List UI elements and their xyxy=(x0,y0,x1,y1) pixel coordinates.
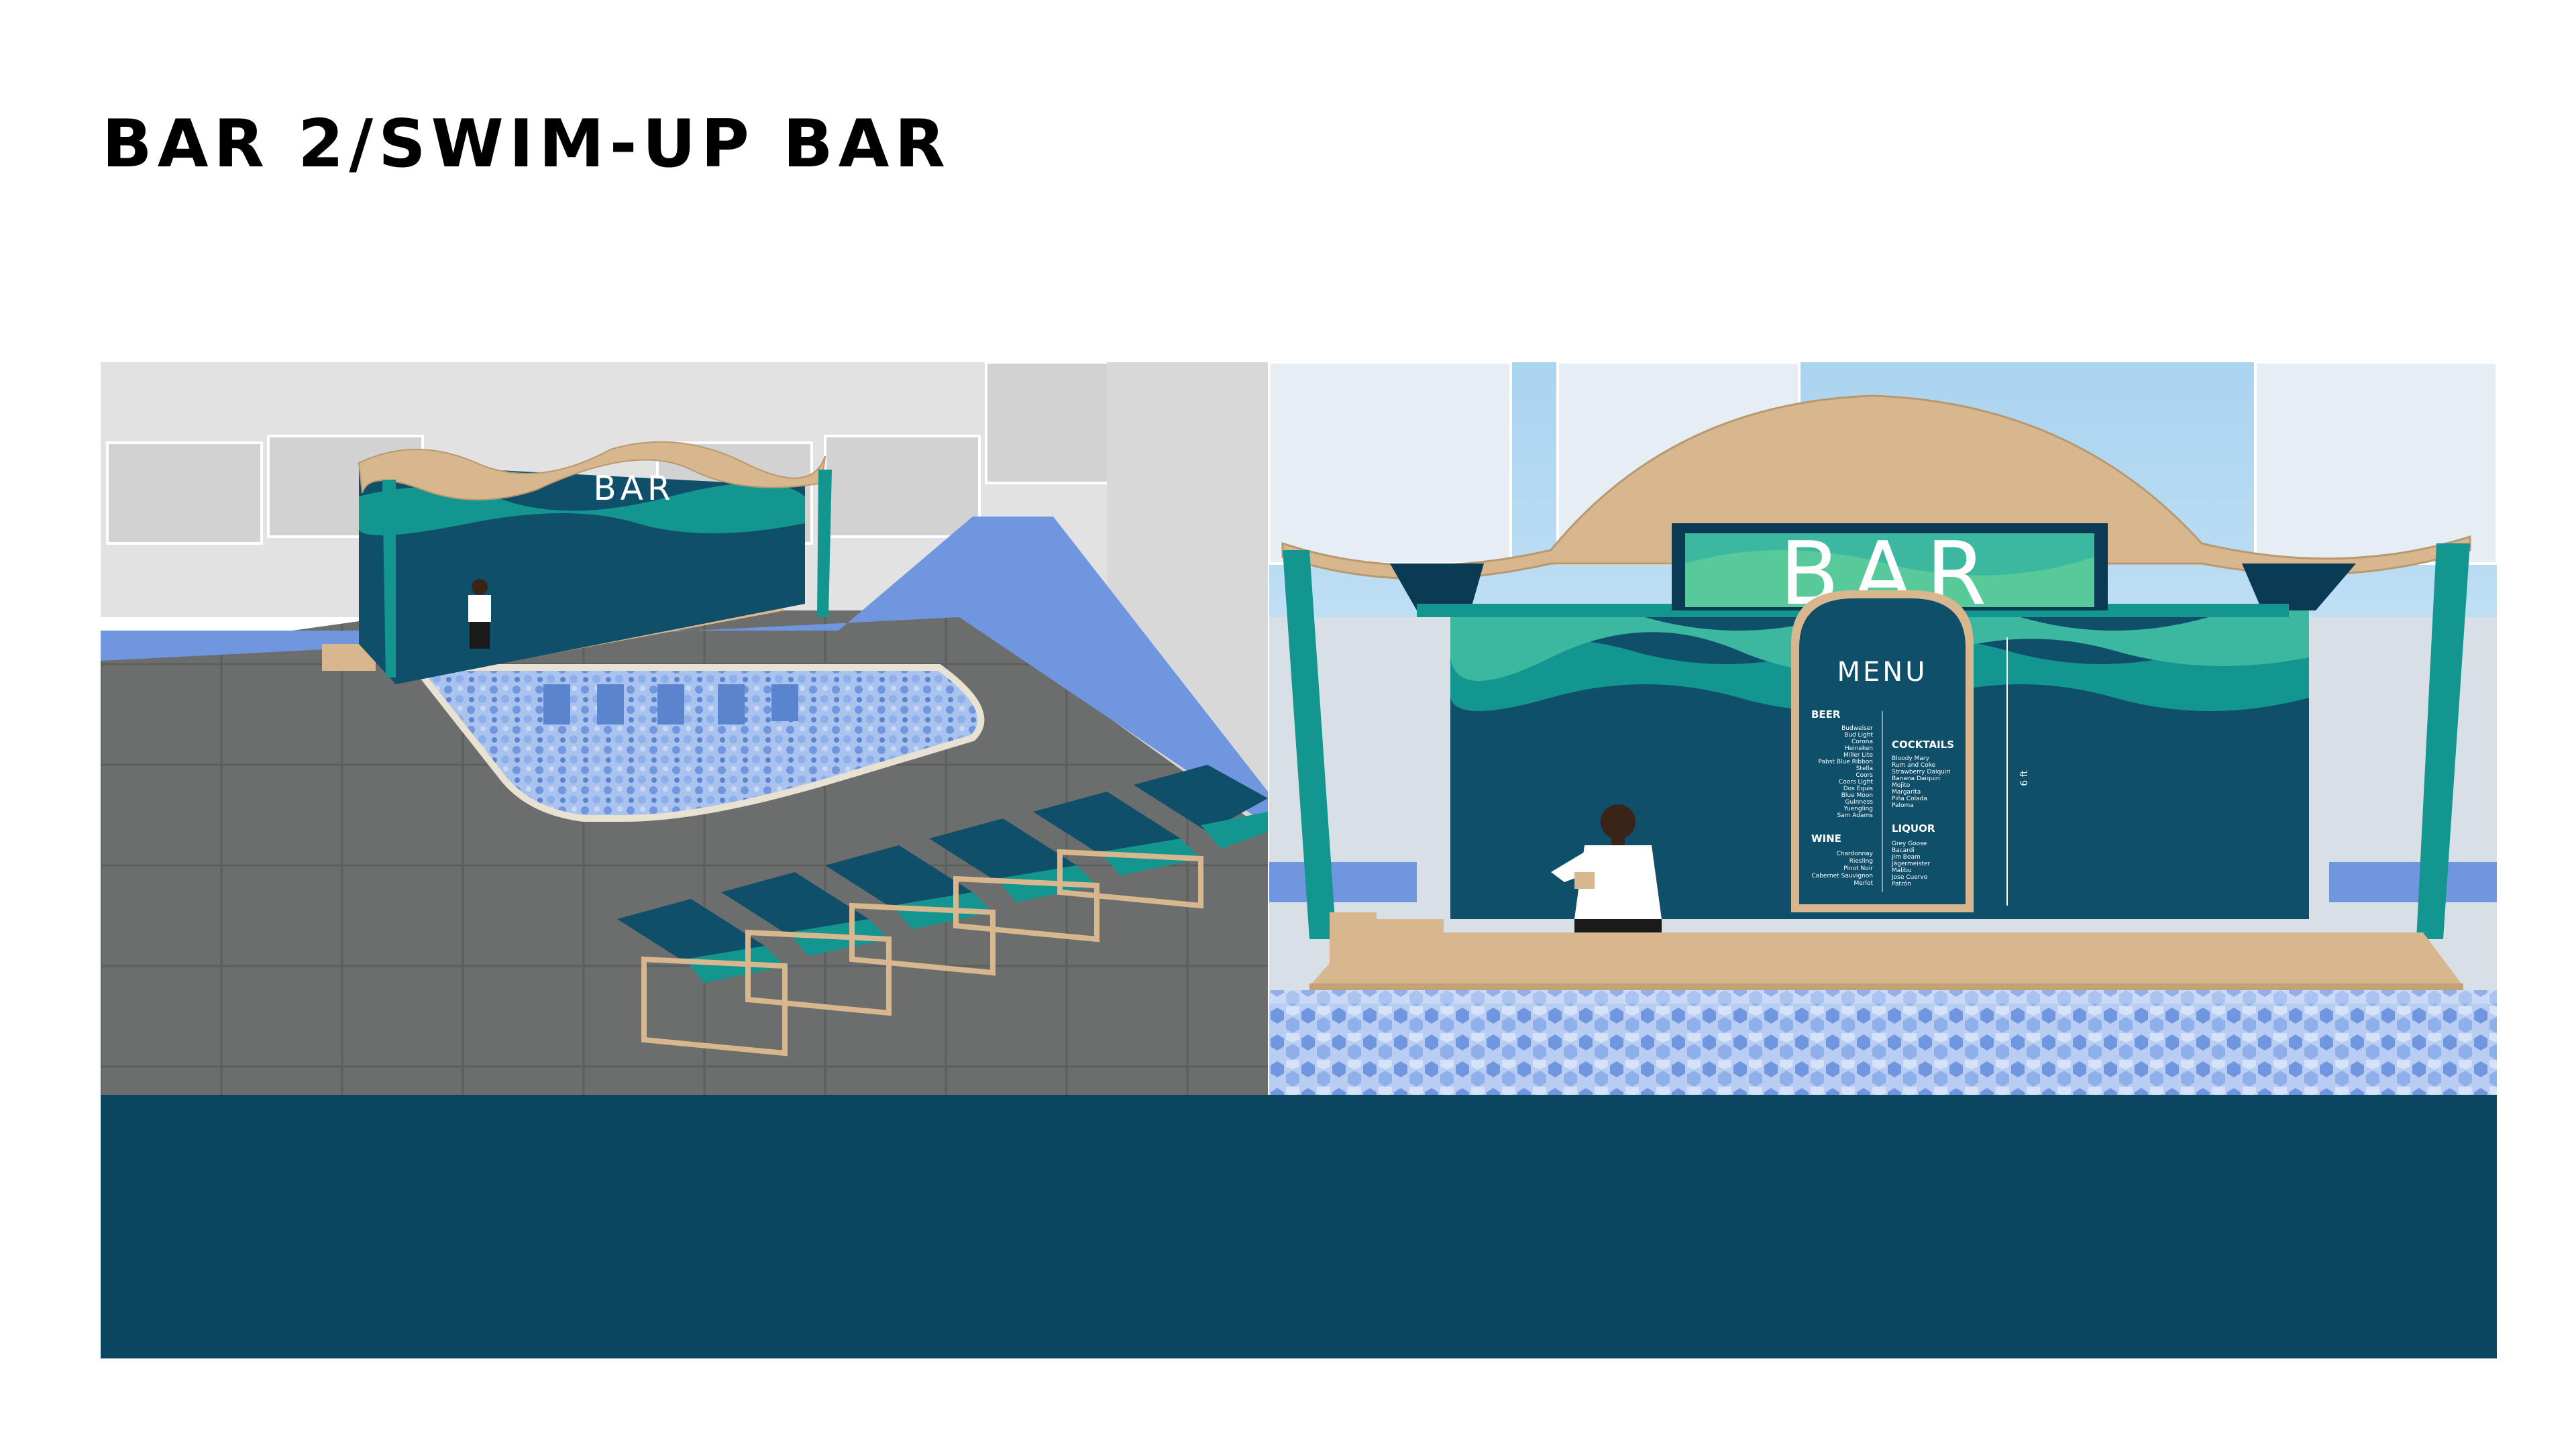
footer-band xyxy=(101,1095,2497,1358)
menu-title: MENU xyxy=(1837,657,1928,688)
cocktail-item: Mojito xyxy=(1892,782,1911,789)
beer-item: Corona xyxy=(1851,739,1873,745)
wine-list: Chardonnay Riesling Pinot Noir Cabernet … xyxy=(1811,851,1873,887)
cocktails-list: Bloody Mary Rum and Coke Strawberry Daiq… xyxy=(1892,755,1951,809)
beer-item: Guinness xyxy=(1845,799,1873,806)
canopy-post-right xyxy=(2416,543,2470,939)
front-render: BAR MENU BEER Budweiser Bud Light Corona… xyxy=(1269,362,2497,1095)
beer-item: Miller Lite xyxy=(1843,752,1873,759)
pool-stools xyxy=(543,684,798,724)
back-water-channel xyxy=(101,517,1268,825)
liquor-item: Jägermeister xyxy=(1891,861,1931,867)
bar-counter xyxy=(1309,932,2463,986)
page-title: BAR 2/SWIM-UP BAR xyxy=(102,106,951,182)
liquor-list: Grey Goose Bacardi Jim Beam Jägermeister… xyxy=(1891,841,1931,888)
wine-item: Merlot xyxy=(1854,880,1873,887)
liquor-item: Jose Cuervo xyxy=(1891,874,1928,881)
beer-item: Bud Light xyxy=(1844,732,1873,739)
cocktail-item: Bloody Mary xyxy=(1892,755,1930,762)
liquor-item: Patrón xyxy=(1892,880,1911,888)
liquor-item: Bacardi xyxy=(1892,847,1915,854)
lounge-chairs xyxy=(617,765,1268,1057)
beer-item: Pabst Blue Ribbon xyxy=(1819,759,1874,765)
liquor-item: Grey Goose xyxy=(1892,841,1927,847)
wine-item: Chardonnay xyxy=(1836,851,1873,857)
beer-item: Budweiser xyxy=(1841,725,1873,732)
wine-heading: WINE xyxy=(1811,833,1841,845)
cocktail-item: Strawberry Daiquiri xyxy=(1892,769,1951,775)
wine-item: Pinot Noir xyxy=(1843,865,1873,872)
beer-item: Sam Adams xyxy=(1837,812,1873,819)
bar-sign: BAR xyxy=(593,469,674,508)
cocktail-item: Paloma xyxy=(1892,802,1914,809)
beer-item: Dos Equis xyxy=(1843,786,1874,792)
overhead-render-svg: BAR xyxy=(101,362,1268,1095)
wine-item: Cabernet Sauvignon xyxy=(1811,873,1873,879)
beer-item: Blue Moon xyxy=(1841,792,1873,799)
overhead-render: BAR xyxy=(101,362,1268,1095)
beer-list: Budweiser Bud Light Corona Heineken Mill… xyxy=(1819,725,1874,819)
cocktail-item: Rum and Coke xyxy=(1892,762,1936,769)
cocktail-item: Margarita xyxy=(1892,789,1921,796)
beer-item: Stella xyxy=(1856,765,1873,772)
front-render-svg: BAR MENU BEER Budweiser Bud Light Corona… xyxy=(1269,362,2497,1095)
liquor-item: Malibu xyxy=(1892,867,1912,874)
beer-item: Heineken xyxy=(1845,745,1873,752)
canopy-post-left xyxy=(1283,550,1336,939)
cocktails-heading: COCKTAILS xyxy=(1892,739,1954,751)
cocktail-item: Piña Colada xyxy=(1892,796,1927,802)
beer-heading: BEER xyxy=(1811,708,1841,720)
canopy-post-left xyxy=(382,480,396,678)
side-water-right xyxy=(2329,862,2497,902)
canopy-post-right xyxy=(817,470,832,617)
cocktail-item: Banana Daiquiri xyxy=(1892,775,1940,782)
beer-item: Coors Light xyxy=(1839,779,1873,786)
sign-header-left xyxy=(1390,564,1484,610)
beer-item: Yuengling xyxy=(1843,806,1873,812)
side-water-left xyxy=(1269,862,1417,902)
liquor-heading: LIQUOR xyxy=(1892,822,1935,835)
sign-header-right xyxy=(2242,564,2356,610)
swim-up-pool xyxy=(1269,990,2497,1095)
beer-item: Coors xyxy=(1856,772,1873,779)
bartender-figure xyxy=(1551,804,1662,932)
bartender-figure xyxy=(468,579,491,649)
menu-board: MENU BEER Budweiser Bud Light Corona Hei… xyxy=(1791,590,1974,912)
wine-item: Riesling xyxy=(1849,858,1873,865)
liquor-item: Jim Beam xyxy=(1891,854,1921,861)
dimension-label: 6 ft xyxy=(2019,770,2030,786)
